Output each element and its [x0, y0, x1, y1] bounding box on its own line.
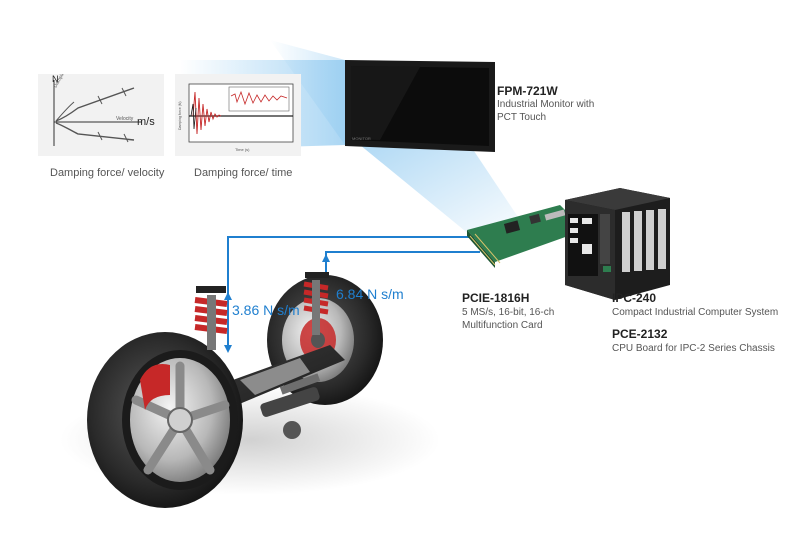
time-chart-initial-spike	[190, 103, 197, 130]
velocity-chart-curve-label: Velocity	[116, 116, 134, 122]
velocity-tick-4	[123, 133, 129, 143]
velocity-chart-caption: Damping force/ velocity	[50, 167, 165, 179]
velocity-tick-3	[97, 131, 103, 141]
velocity-x-unit: m/s	[137, 116, 155, 128]
monitor-desc-line2: PCT Touch	[497, 112, 547, 123]
time-chart: Time (s) Damping force (N)	[178, 83, 294, 152]
beam-left-top	[270, 40, 345, 145]
time-chart-inset-curve	[230, 90, 288, 106]
industrial-monitor: MONITOR	[345, 60, 495, 152]
velocity-tick-1	[97, 95, 103, 105]
pcie-card	[467, 205, 585, 268]
time-chart-x-label: Time (s)	[235, 147, 250, 152]
time-chart-y-label: Damping force (N)	[178, 101, 182, 130]
card-desc-line2: Multifunction Card	[462, 320, 543, 331]
velocity-y-unit: N	[52, 74, 59, 84]
measurement-right: 6.84 N s/m	[336, 286, 404, 302]
velocity-curve-lower	[55, 122, 135, 141]
chart-time-panel: Time (s) Damping force (N)	[175, 74, 301, 156]
card-title: PCIE-1816H	[462, 291, 530, 305]
velocity-curve-upper	[55, 87, 135, 122]
cpu-title: PCE-2132	[612, 327, 668, 341]
rear-shock-absorber	[303, 272, 329, 335]
front-shock-absorber	[194, 286, 228, 350]
time-chart-caption: Damping force/ time	[194, 167, 293, 179]
ipc-title: IPC-240	[612, 291, 657, 305]
front-wheel	[87, 332, 243, 508]
ipc-desc: Compact Industrial Computer System	[612, 307, 779, 318]
ipc-chassis	[565, 188, 670, 300]
arrow-head-left-bottom	[224, 345, 232, 353]
velocity-chart: Damping force Velocity	[53, 58, 142, 146]
svg-text:MONITOR: MONITOR	[352, 136, 371, 141]
chart-velocity-panel: Damping force Velocity	[38, 58, 164, 156]
arrow-head-left-top	[224, 292, 232, 300]
time-chart-decay-curve	[192, 91, 222, 135]
velocity-curve-steep	[55, 101, 75, 122]
monitor-title: FPM-721W	[497, 84, 558, 98]
chassis-axle	[205, 345, 345, 439]
card-desc-line1: 5 MS/s, 16-bit, 16-ch	[462, 307, 555, 318]
cpu-desc: CPU Board for IPC-2 Series Chassis	[612, 343, 775, 354]
velocity-tick-2	[121, 87, 127, 97]
measurement-left: 3.86 N s/m	[232, 302, 300, 318]
monitor-desc-line1: Industrial Monitor with	[497, 99, 595, 110]
arrow-head-right-top	[322, 254, 330, 262]
signal-line-left	[227, 236, 488, 300]
beam-down	[360, 145, 520, 235]
